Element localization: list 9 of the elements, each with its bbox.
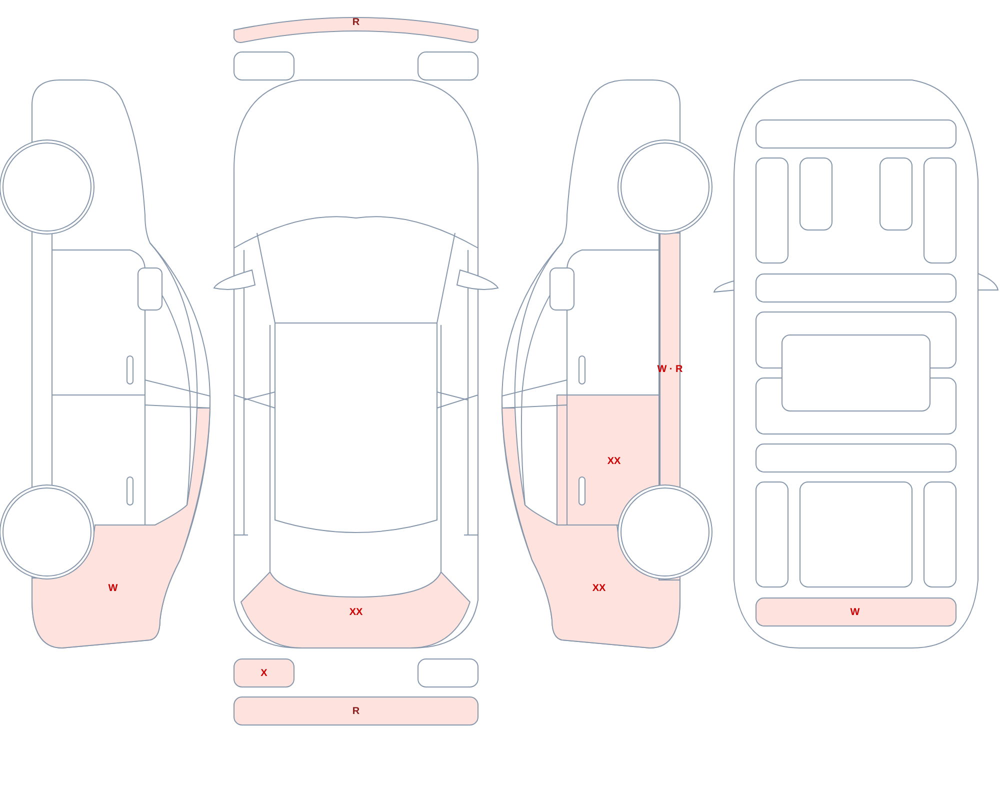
damage-code: X — [260, 668, 268, 679]
damage-code: XX — [592, 583, 606, 594]
damage-code: R — [352, 706, 360, 717]
damage-code: XX — [349, 607, 363, 618]
damage-code: W — [108, 583, 118, 594]
damage-code: R — [352, 17, 360, 28]
damage-code: XX — [607, 456, 621, 467]
damage-code: W — [850, 607, 860, 618]
damage-code: W · R — [657, 364, 683, 375]
